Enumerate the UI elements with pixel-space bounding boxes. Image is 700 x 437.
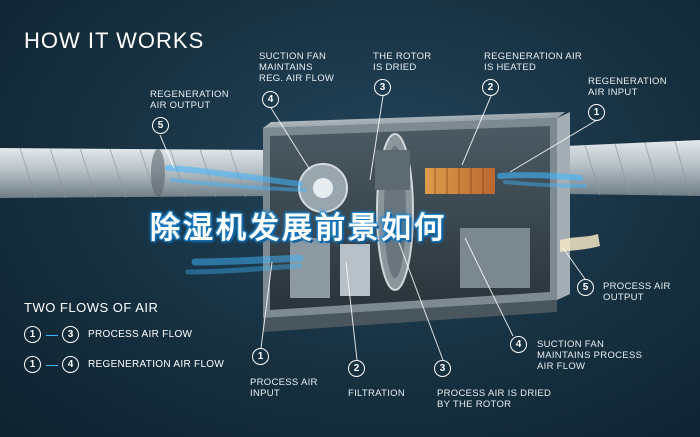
callout-badge-4-bottom: 4 <box>510 336 527 353</box>
callout-suction-fan-reg: SUCTION FAN MAINTAINS REG. AIR FLOW <box>259 51 335 84</box>
callout-suction-fan-process: SUCTION FAN MAINTAINS PROCESS AIR FLOW <box>537 339 643 372</box>
callout-regeneration-air-input: REGENERATION AIR INPUT <box>588 76 667 98</box>
callout-badge-1-bottom: 1 <box>252 348 269 365</box>
callout-filtration: FILTRATION <box>348 388 406 399</box>
legend-row-regeneration: 1 4 REGENERATION AIR FLOW <box>24 356 244 374</box>
legend-badge-to: 4 <box>62 356 79 373</box>
legend-badge-from: 1 <box>24 356 41 373</box>
callout-process-air-output: PROCESS AIR OUTPUT <box>603 281 671 303</box>
legend-label-process-air-flow: PROCESS AIR FLOW <box>88 329 193 340</box>
dehumidifier-unit <box>263 112 570 332</box>
legend-badge-to: 3 <box>62 326 79 343</box>
legend-label-regeneration-air-flow: REGENERATION AIR FLOW <box>88 359 225 370</box>
airflow-streams <box>165 165 587 275</box>
callout-process-air-dried: PROCESS AIR IS DRIED BY THE ROTOR <box>437 388 552 410</box>
callout-badge-5-top: 5 <box>152 117 169 134</box>
left-duct <box>0 147 270 199</box>
callout-badge-3-bottom: 3 <box>434 360 451 377</box>
callout-rotor-dried: THE ROTOR IS DRIED <box>373 51 432 73</box>
legend-title: TWO FLOWS OF AIR <box>24 300 159 315</box>
callout-process-air-input: PROCESS AIR INPUT <box>250 377 318 399</box>
callout-badge-5-bottom: 5 <box>577 279 594 296</box>
process-air-output-stream <box>560 234 600 252</box>
legend-badge-from: 1 <box>24 326 41 343</box>
legend-row-process: 1 3 PROCESS AIR FLOW <box>24 326 244 344</box>
callout-regeneration-air-output: REGENERATION AIR OUTPUT <box>150 89 229 111</box>
legend-dash <box>46 335 58 336</box>
callout-badge-2-bottom: 2 <box>348 360 365 377</box>
callout-badge-4-top: 4 <box>262 91 279 108</box>
callout-badge-3-top: 3 <box>374 79 391 96</box>
leader-lines <box>159 95 598 361</box>
right-duct <box>565 140 700 197</box>
callout-badge-2-top: 2 <box>482 79 499 96</box>
page-title: HOW IT WORKS <box>24 28 205 53</box>
callout-regeneration-heated: REGENERATION AIR IS HEATED <box>484 51 583 73</box>
callout-badge-1-top: 1 <box>588 104 605 121</box>
legend-dash <box>46 365 58 366</box>
overlay-caption: 除湿机发展前景如何 <box>150 211 447 246</box>
